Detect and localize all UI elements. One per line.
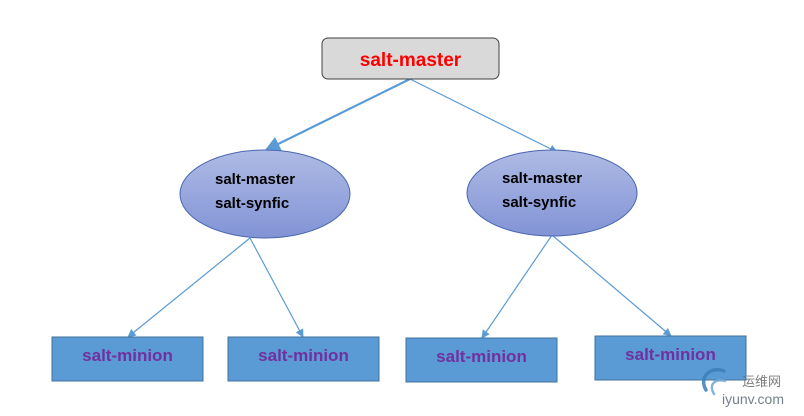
watermark-cn-text: 运维网	[742, 374, 781, 389]
syndic-left-line2: salt-synfic	[215, 195, 289, 212]
minion-node-2: salt-minion	[227, 336, 380, 382]
watermark-logo-icon	[702, 368, 727, 396]
connector-left-syndic-to-minion-1	[127, 237, 251, 338]
minion-label-3: salt-minion	[436, 347, 527, 366]
minion-node-4: salt-minion	[594, 335, 747, 381]
minion-label-2: salt-minion	[258, 346, 349, 365]
minion-label-1: salt-minion	[82, 346, 173, 365]
minion-node-1: salt-minion	[51, 336, 204, 382]
master-label: salt-master	[360, 50, 462, 71]
syndic-right-line1: salt-master	[502, 170, 582, 187]
syndic-node-right: salt-master salt-synfic	[466, 149, 638, 237]
connector-right-syndic-to-minion-3	[481, 234, 553, 339]
connector-left-syndic-to-minion-2	[249, 237, 304, 338]
minion-label-4: salt-minion	[625, 345, 716, 364]
connector-master-to-left-syndic	[264, 78, 411, 151]
syndic-right-line2: salt-synfic	[502, 194, 576, 211]
watermark-en-text: iyunv.com	[722, 391, 784, 407]
syndic-node-left: salt-master salt-synfic	[179, 149, 351, 239]
minion-node-3: salt-minion	[405, 337, 558, 383]
connector-master-to-right-syndic	[409, 78, 558, 153]
master-node: salt-master	[321, 37, 500, 80]
syndic-left-line1: salt-master	[215, 171, 295, 188]
watermark: 运维网 iyunv.com	[702, 368, 784, 407]
connector-right-syndic-to-minion-4	[551, 234, 672, 337]
